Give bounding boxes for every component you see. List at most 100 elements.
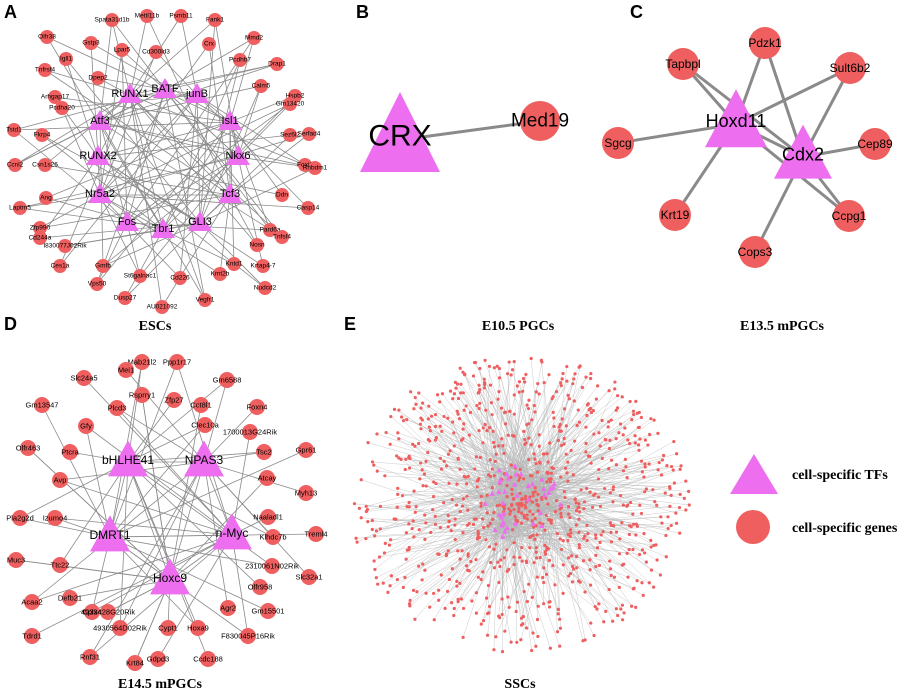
edge-a-45-0 — [96, 222, 128, 285]
gene-node-e-543 — [424, 521, 428, 525]
gene-label-a-tstd1: Tstd1 — [6, 127, 22, 134]
edge-a-33-2 — [229, 121, 271, 231]
gene-node-e-738 — [521, 622, 525, 626]
gene-node-a-ccnl2 — [8, 158, 22, 172]
gene-node-e-46 — [492, 474, 496, 478]
gene-node-e-506 — [397, 456, 401, 460]
gene-node-e-671 — [420, 578, 424, 582]
gene-node-d-krt84 — [127, 655, 143, 671]
tf-node-e-18 — [496, 511, 503, 517]
gene-label-a-pard6a: Pard6a — [260, 227, 281, 234]
gene-label-d-2310061n02rik: 2310061N02Rik — [245, 562, 299, 571]
gene-node-e-741 — [514, 518, 518, 522]
gene-label-d-izumo4: Izumo4 — [43, 514, 68, 523]
edge-d-9-a — [169, 404, 202, 581]
gene-node-e-874 — [594, 397, 599, 401]
tf-node-a-batf — [153, 78, 177, 98]
gene-node-a-gstp3 — [84, 36, 98, 50]
edge-e-818 — [437, 491, 505, 555]
gene-node-e-628 — [569, 554, 574, 558]
edge-d-19-a — [169, 477, 268, 581]
edge-e-740 — [414, 490, 545, 496]
gene-label-a-drap1: Drap1 — [268, 61, 286, 68]
gene-node-c-pdzk1 — [749, 27, 781, 59]
gene-node-e-699 — [464, 404, 468, 408]
edge-d-8-b — [116, 407, 205, 463]
gene-node-e-609 — [502, 451, 506, 455]
gene-node-e-175 — [527, 436, 531, 440]
gene-node-e-645 — [558, 429, 563, 433]
gene-node-e-664 — [492, 440, 496, 445]
gene-node-e-858 — [542, 602, 546, 606]
gene-node-e-361 — [678, 531, 682, 535]
gene-node-e-819 — [674, 511, 678, 515]
gene-node-e-657 — [684, 479, 688, 483]
gene-node-a-crx — [202, 37, 216, 51]
edge-e-602 — [462, 372, 533, 485]
gene-node-e-417 — [389, 574, 394, 578]
gene-node-e-195 — [560, 377, 564, 381]
gene-node-e-853 — [517, 506, 521, 511]
gene-node-c-krt19 — [659, 199, 691, 231]
gene-node-e-256 — [627, 532, 631, 537]
edge-e-658 — [515, 462, 540, 524]
gene-node-a-kntd1 — [227, 257, 241, 271]
gene-node-e-325 — [507, 360, 511, 364]
gene-node-e-111 — [481, 426, 485, 430]
gene-label-a-ddn: Ddn — [276, 192, 288, 199]
gene-node-e-849 — [456, 457, 460, 461]
edge-a-9-1 — [164, 37, 255, 91]
gene-label-a-pcdha20: Pcdha20 — [49, 105, 75, 112]
gene-node-e-274 — [523, 437, 527, 442]
gene-node-e-832 — [451, 420, 455, 424]
gene-node-e-416 — [462, 408, 466, 412]
gene-node-e-180 — [567, 512, 571, 516]
gene-node-e-144 — [495, 364, 499, 368]
gene-node-e-60 — [589, 376, 593, 381]
legend-gene-label: cell-specific genes — [792, 521, 898, 536]
gene-node-e-434 — [479, 494, 483, 499]
edge-a-44-0 — [219, 194, 231, 275]
edge-e-817 — [502, 526, 638, 538]
gene-node-e-231 — [608, 438, 612, 442]
gene-node-e-840 — [459, 597, 463, 601]
edge-d-24-b — [15, 559, 171, 581]
edge-e-614 — [499, 470, 651, 541]
gene-node-d-izumo4 — [47, 510, 63, 526]
gene-node-e-271 — [566, 539, 570, 543]
gene-label-a-ccnl2: Ccnl2 — [7, 162, 24, 169]
edge-a-18-0 — [237, 103, 291, 158]
gene-node-e-194 — [558, 422, 562, 427]
edge-e-616 — [492, 493, 556, 585]
gene-node-e-497 — [471, 374, 476, 378]
gene-node-e-627 — [359, 516, 363, 520]
gene-node-e-536 — [616, 613, 620, 618]
edge-a-45-1 — [96, 89, 166, 285]
gene-node-e-183 — [548, 441, 552, 445]
gene-node-e-255 — [429, 530, 433, 535]
gene-node-d-muc3 — [8, 552, 24, 568]
tf-node-e-12 — [548, 485, 554, 491]
gene-node-e-269 — [585, 523, 589, 527]
gene-node-e-624 — [517, 390, 521, 394]
tf-node-a-fos — [115, 211, 139, 231]
gene-node-e-270 — [666, 526, 670, 531]
edge-e-819 — [514, 465, 676, 514]
gene-node-e-639 — [434, 436, 439, 440]
gene-node-e-786 — [621, 433, 625, 437]
edge-e-549 — [484, 503, 512, 643]
gene-label-d-olfr463: Olfr463 — [16, 444, 41, 453]
gene-node-e-870 — [410, 527, 414, 531]
gene-node-e-108 — [424, 484, 428, 488]
gene-node-e-91 — [457, 417, 462, 421]
gene-node-e-616 — [553, 583, 557, 587]
edge-a-10-0 — [65, 58, 201, 224]
gene-node-e-560 — [578, 364, 582, 368]
edge-e-892 — [464, 476, 499, 493]
edge-e-795 — [394, 518, 516, 524]
edge-e-559 — [480, 513, 504, 580]
edge-e-582 — [504, 491, 623, 620]
gene-label-a-mettl11b: Mettl11b — [135, 13, 160, 20]
gene-node-e-705 — [505, 548, 509, 552]
edge-d-35-a — [127, 461, 261, 588]
